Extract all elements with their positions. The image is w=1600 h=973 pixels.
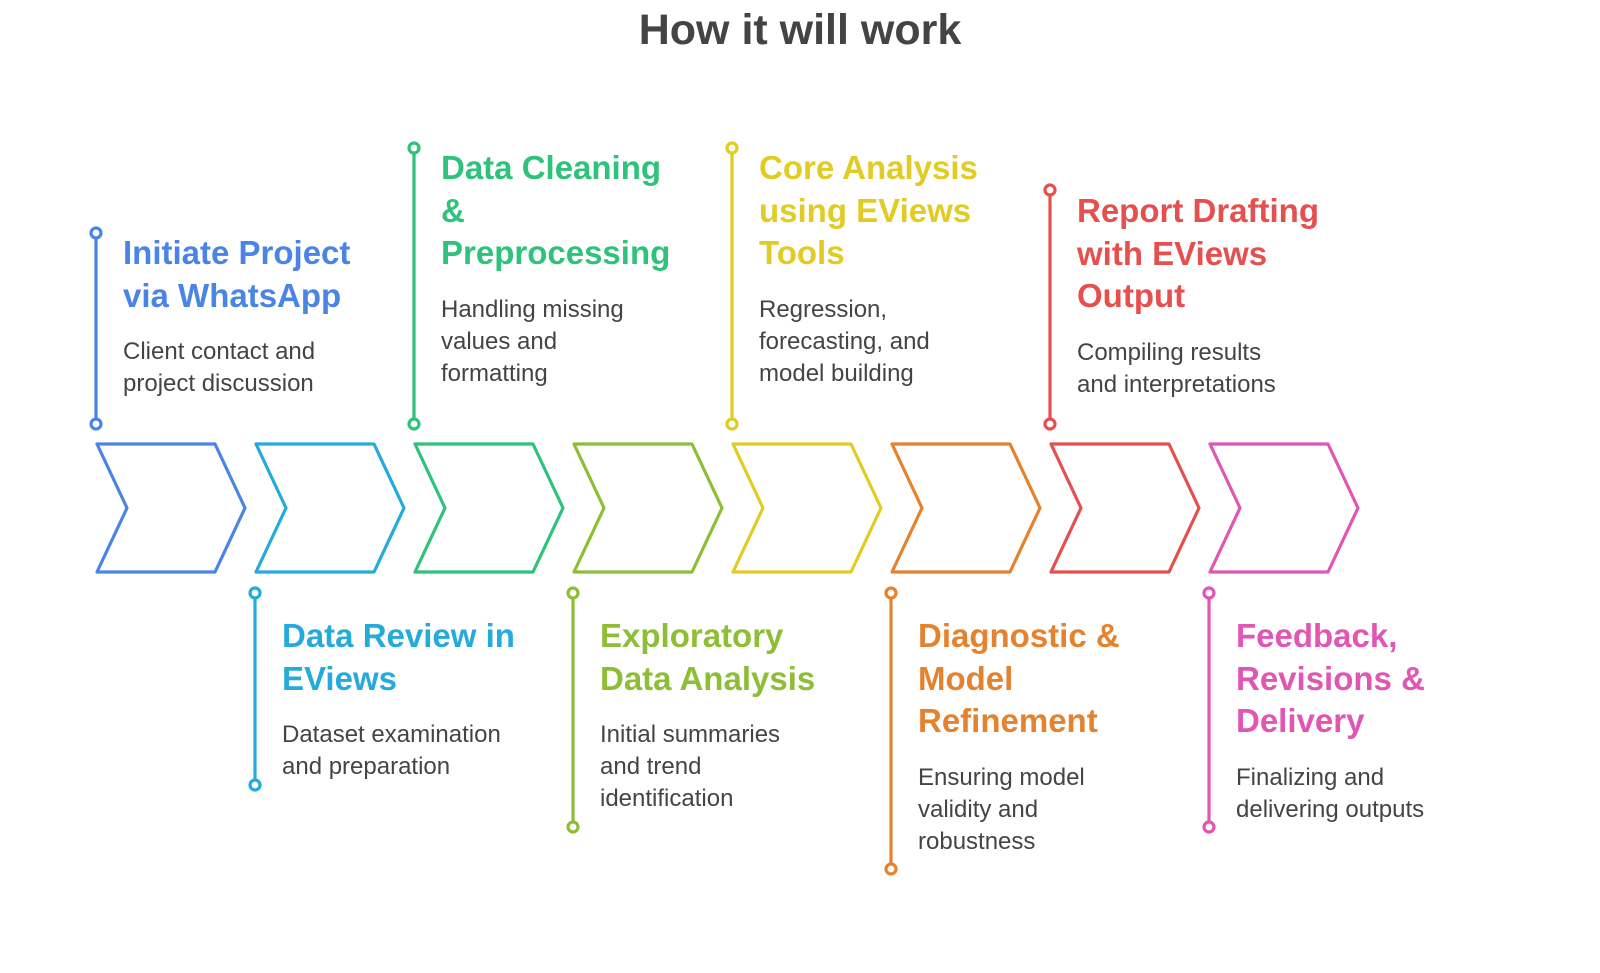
step-title-line: using EViews <box>759 191 972 229</box>
step-description-line: Regression, <box>759 295 888 323</box>
step-title-line: Delivery <box>1236 702 1365 739</box>
step-8-description: Finalizing and delivering outputs <box>1236 762 1536 826</box>
step-title-line: EViews <box>282 659 397 697</box>
step-title-line: via WhatsApp <box>123 276 342 314</box>
connector-dot-step-3-bottom <box>407 417 421 431</box>
step-description-line: project discussion <box>123 370 314 397</box>
step-title-line: Data Cleaning <box>441 149 662 186</box>
connector-dot-step-8-bottom <box>1202 820 1216 834</box>
connector-dot-step-5-top <box>725 141 739 155</box>
step-2-description: Dataset examination and preparation <box>282 719 582 783</box>
step-title-line: Revisions & <box>1236 659 1425 697</box>
step-title-line: Data Analysis <box>600 659 816 697</box>
step-title-line: Tools <box>759 234 845 271</box>
step-title-line: Diagnostic & <box>918 617 1120 654</box>
chevron-step-3 <box>413 442 565 574</box>
step-description-line: robustness <box>918 827 1036 855</box>
step-3-description: Handling missing values and formatting <box>441 294 741 390</box>
step-title-line: Initiate Project <box>123 234 351 271</box>
step-description-line: Client contact and <box>123 338 316 365</box>
step-1-title: Initiate Project via WhatsApp <box>123 232 423 317</box>
step-description-line: model building <box>759 359 914 387</box>
connector-dot-step-7-top <box>1043 183 1057 197</box>
connector-dot-step-2-bottom <box>248 778 262 792</box>
step-title-line: Exploratory <box>600 617 784 654</box>
step-3-title: Data Cleaning & Preprocessing <box>441 147 741 275</box>
step-title-line: & <box>441 191 465 229</box>
chevron-step-5 <box>731 442 883 574</box>
chevron-step-1 <box>95 442 247 574</box>
step-title-line: Report Drafting <box>1077 192 1319 229</box>
step-title-line: Preprocessing <box>441 234 671 271</box>
step-description-line: and interpretations <box>1077 370 1276 398</box>
step-5-description: Regression, forecasting, and model buildin… <box>759 294 1059 390</box>
connector-dot-step-4-top <box>566 586 580 600</box>
step-title-line: Model <box>918 659 1014 697</box>
connector-dot-step-1-bottom <box>89 417 103 431</box>
connector-dot-step-8-top <box>1202 586 1216 600</box>
step-8-title: Feedback, Revisions & Delivery <box>1236 615 1536 743</box>
step-6-description: Ensuring model validity and robustness <box>918 762 1218 858</box>
step-description-line: Handling missing <box>441 295 624 323</box>
connector-dot-step-6-top <box>884 586 898 600</box>
step-7-description: Compiling results and interpretations <box>1077 337 1377 401</box>
step-description-line: validity and <box>918 795 1039 823</box>
step-title-line: Feedback, <box>1236 617 1398 654</box>
step-description-line: formatting <box>441 359 548 387</box>
connector-dot-step-3-top <box>407 141 421 155</box>
step-title-line: Refinement <box>918 702 1098 739</box>
step-description-line: values and <box>441 327 558 355</box>
step-description-line: Ensuring model <box>918 763 1085 791</box>
step-description-line: and preparation <box>282 753 451 780</box>
step-description-line: delivering outputs <box>1236 795 1425 823</box>
step-title-line: with EViews <box>1077 234 1268 272</box>
step-title-line: Data Review in <box>282 617 515 654</box>
chevron-step-2 <box>254 442 406 574</box>
chevron-step-6 <box>890 442 1042 574</box>
step-description-line: Dataset examination <box>282 721 501 748</box>
step-1-description: Client contact and project discussion <box>123 336 423 400</box>
step-description-line: Initial summaries <box>600 721 781 748</box>
connector-dot-step-6-bottom <box>884 862 898 876</box>
step-description-line: Compiling results <box>1077 338 1262 366</box>
diagram-title: How it will work <box>638 6 962 54</box>
chevron-step-7 <box>1049 442 1201 574</box>
connector-dot-step-5-bottom <box>725 417 739 431</box>
chevron-step-4 <box>572 442 724 574</box>
step-title-line: Output <box>1077 277 1186 314</box>
chevron-step-8 <box>1208 442 1360 574</box>
connector-dot-step-7-bottom <box>1043 417 1057 431</box>
step-title-line: Core Analysis <box>759 149 978 186</box>
step-description-line: identification <box>600 785 734 812</box>
connector-dot-step-2-top <box>248 586 262 600</box>
connector-dot-step-1-top <box>89 226 103 240</box>
connector-dot-step-4-bottom <box>566 820 580 834</box>
step-description-line: Finalizing and <box>1236 763 1385 791</box>
step-description-line: and trend <box>600 753 702 780</box>
step-4-description: Initial summaries and trend identification <box>600 719 900 815</box>
step-description-line: forecasting, and <box>759 327 930 355</box>
step-2-title: Data Review in EViews <box>282 615 582 700</box>
